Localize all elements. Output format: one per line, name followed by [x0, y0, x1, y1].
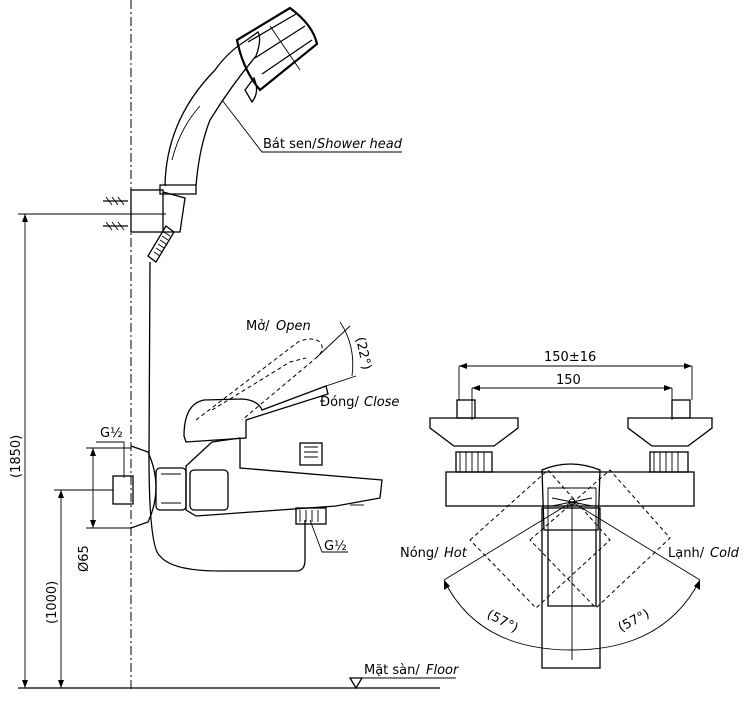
open-label-vi: Mở/ [246, 319, 270, 334]
side-view: Bát sen/ Shower head [9, 0, 460, 690]
front-view: 150±16 150 [400, 350, 740, 669]
lever-angle-arc [339, 321, 354, 377]
thread-top-label: G½ [100, 426, 123, 441]
shower-head [235, 6, 319, 104]
cold-label-vi: Lạnh/ [668, 546, 705, 561]
close-label-vi: Đóng/ [320, 395, 360, 410]
faucet-lever [183, 338, 329, 443]
cold-label-en: Cold [710, 546, 740, 561]
mount-height-label: (1000) [45, 581, 60, 624]
lever-angle-label: (22°) [352, 336, 374, 372]
flange-diameter-dim [86, 447, 131, 529]
floor-line [18, 677, 456, 690]
centers-range-label: 150±16 [544, 350, 596, 365]
hot-label-vi: Nóng/ [400, 546, 439, 561]
floor-label-en: Floor [426, 663, 460, 678]
centers-label: 150 [556, 373, 581, 388]
floor-label-vi: Mặt sàn/ [364, 663, 420, 678]
shower-handle [164, 31, 261, 187]
mount-height-dim [54, 489, 113, 688]
faucet-body [112, 437, 383, 529]
total-height-label: (1850) [9, 435, 24, 478]
open-label-en: Open [276, 319, 311, 334]
shower-head-leader [221, 99, 402, 153]
cold-angle-label: (57°) [616, 607, 652, 636]
left-connector [429, 399, 519, 473]
hose-connector [147, 225, 175, 263]
hot-angle-label: (57°) [484, 607, 520, 636]
thread-bottom-label: G½ [324, 539, 347, 554]
right-connector [627, 399, 713, 473]
shower-bracket [103, 184, 197, 233]
close-label-en: Close [364, 395, 399, 410]
hot-label-en: Hot [444, 546, 468, 561]
front-body [445, 471, 695, 507]
shower-head-label-en: Shower head [317, 137, 403, 152]
shower-head-label-vi: Bát sen/ [263, 137, 317, 152]
flange-diameter-label: Ø65 [77, 545, 92, 572]
shower-hose [148, 261, 306, 572]
